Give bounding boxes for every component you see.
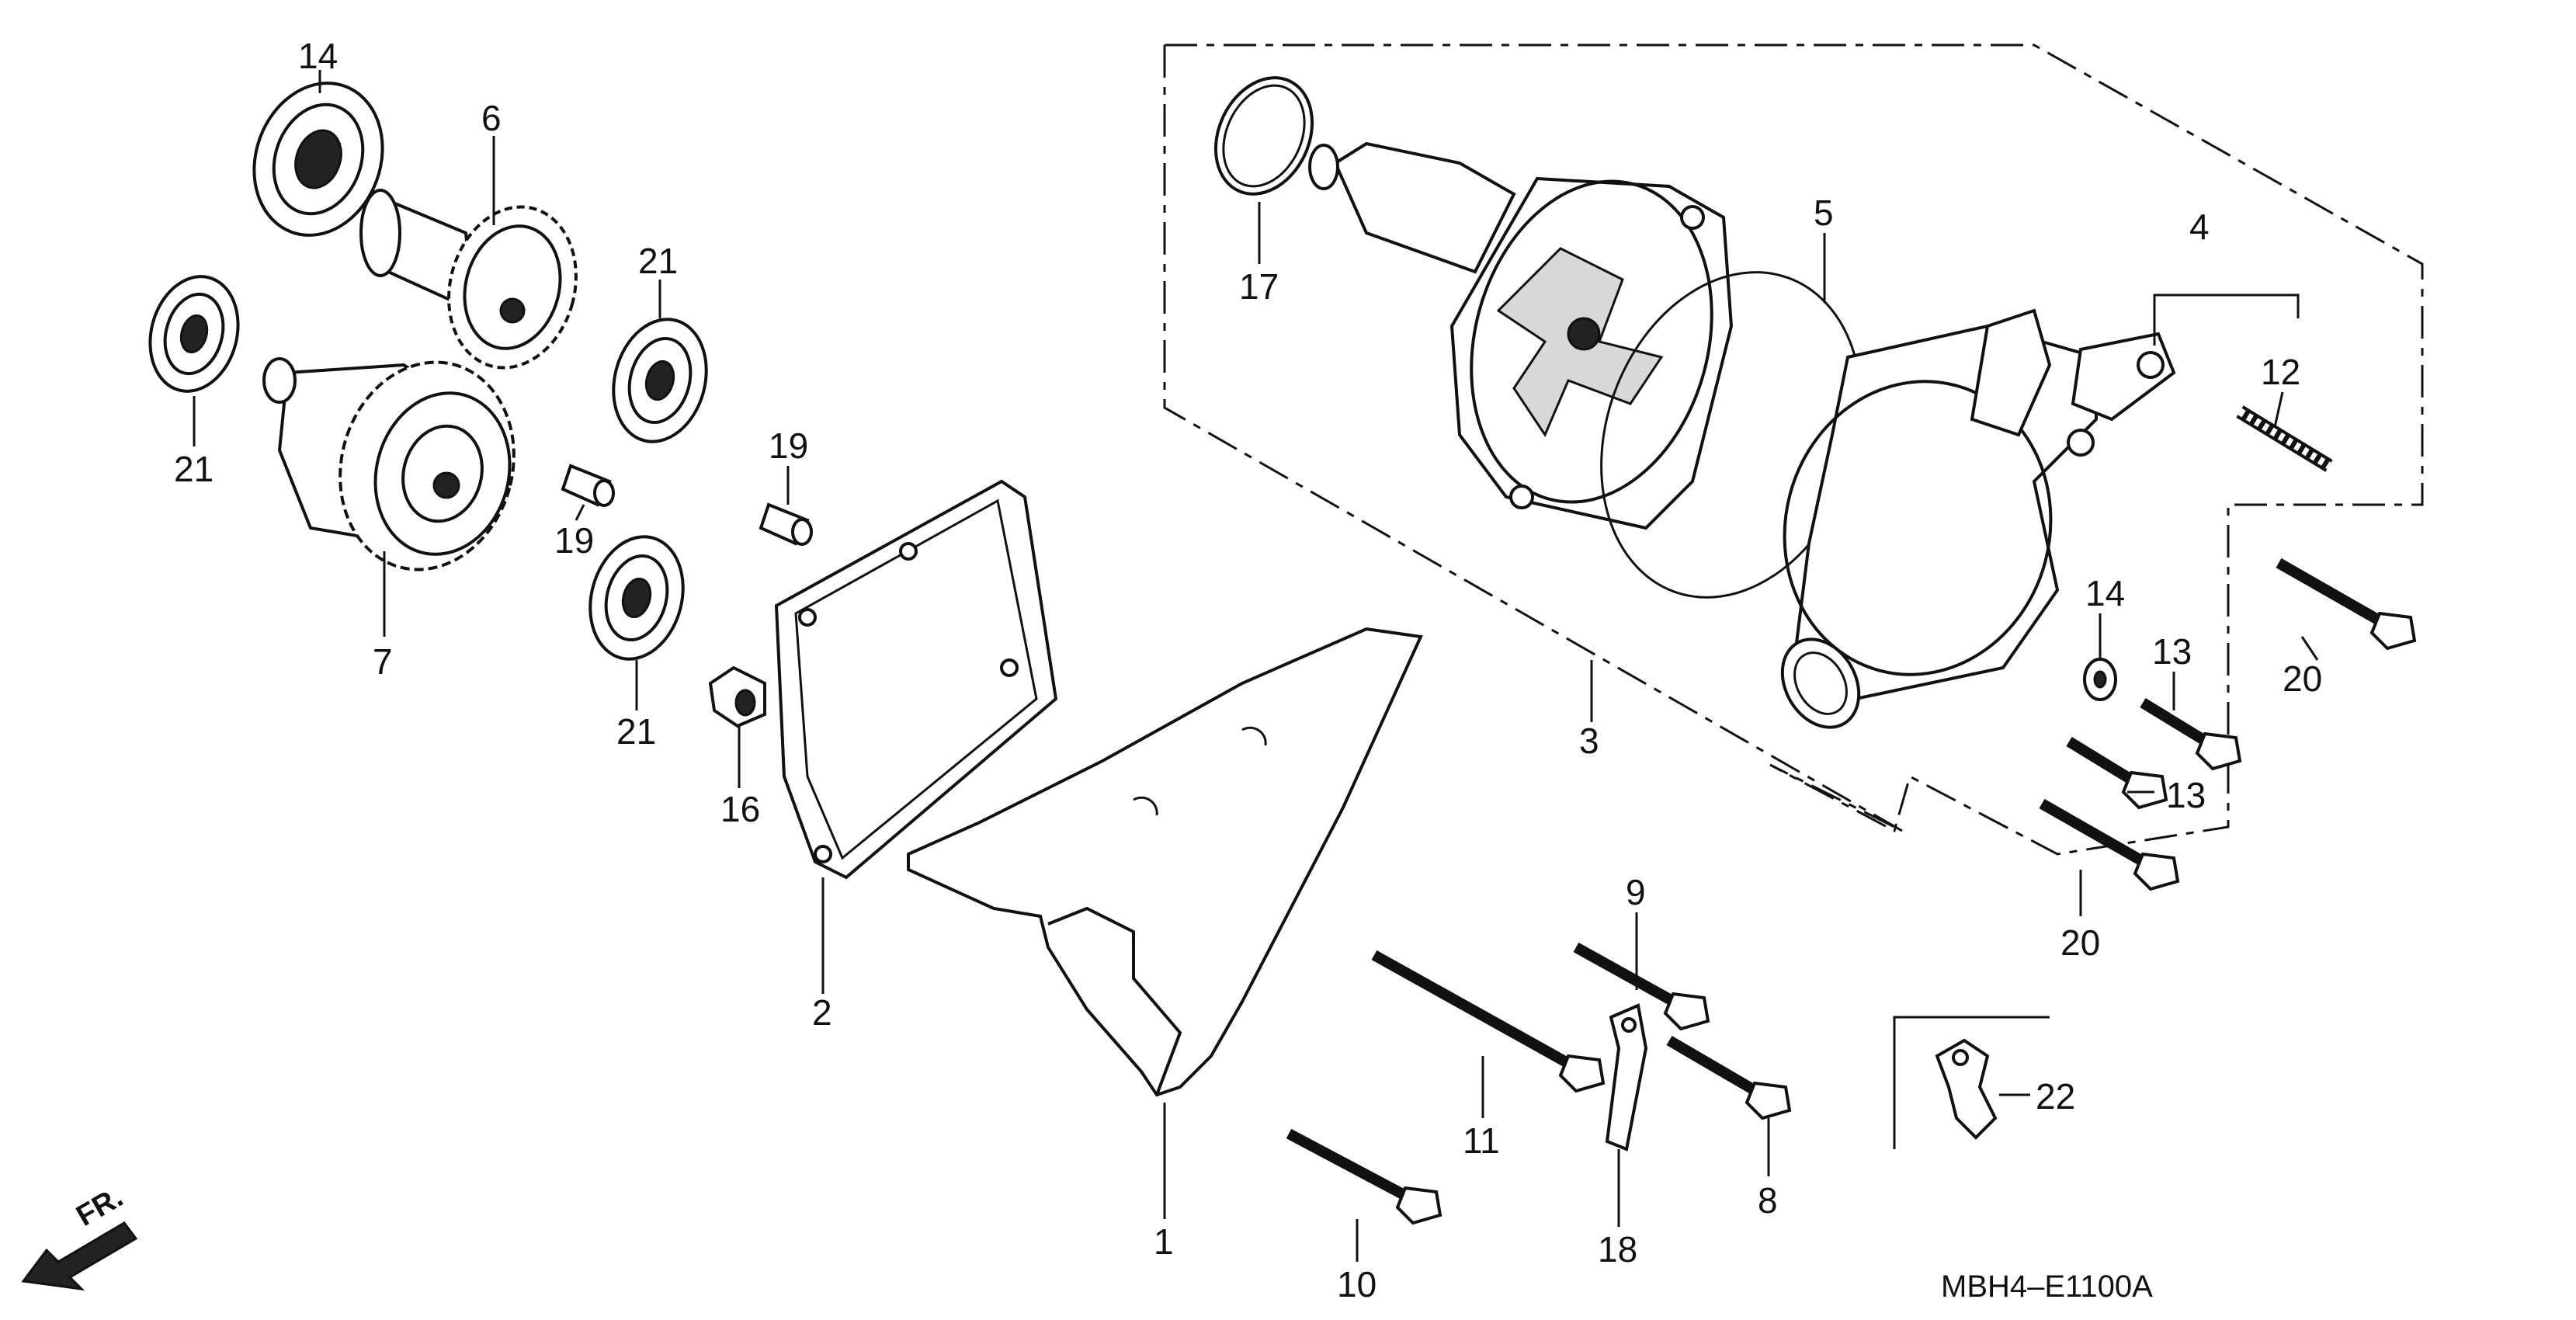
cover-gasket-2	[774, 479, 1058, 880]
stud-bolt-12	[2236, 405, 2333, 472]
callout-17: 17	[1239, 266, 1279, 307]
callout-1: 1	[1154, 1221, 1174, 1262]
callout-10: 10	[1337, 1264, 1377, 1304]
callout-21-upper: 21	[638, 241, 678, 281]
callout-13-lower: 13	[2166, 775, 2206, 815]
bolt-13-lower	[2066, 737, 2168, 810]
gear-assembly-7	[262, 357, 516, 571]
callout-12: 12	[2261, 352, 2300, 392]
shaft-gear-6	[359, 189, 578, 370]
washer-14	[2083, 658, 2117, 701]
bolt-11	[1371, 950, 1606, 1093]
callout-4: 4	[2189, 207, 2210, 247]
bolt-10	[1286, 1128, 1442, 1225]
callout-8: 8	[1758, 1180, 1778, 1221]
callout-3: 3	[1579, 721, 1599, 761]
bearing-21-left	[148, 275, 240, 393]
cover-1	[907, 627, 1423, 1097]
bearing-21-lower	[588, 535, 685, 661]
callout-11: 11	[1463, 1120, 1500, 1161]
clamp-18	[1605, 1003, 1648, 1152]
bolt-8	[1666, 1035, 1792, 1120]
callout-9: 9	[1626, 872, 1646, 912]
front-direction-arrow: FR.	[21, 1181, 138, 1291]
callout-16: 16	[720, 789, 760, 829]
bolt-13-upper	[2140, 698, 2242, 771]
bolt-20-upper	[2276, 558, 2417, 651]
callout-19-left: 19	[554, 520, 594, 561]
drawing-code: MBH4–E1100A	[1941, 1270, 2153, 1304]
pump-cover-4	[1780, 308, 2176, 729]
clamp-22-bracket	[1893, 1016, 2050, 1149]
callout-20-upper: 20	[2283, 658, 2322, 699]
bolt-20-lower	[2039, 798, 2180, 891]
dowel-pin-19-left	[561, 464, 615, 507]
callout-21-lower: 21	[616, 711, 656, 752]
callout-14: 14	[2085, 573, 2125, 613]
grommet-16	[708, 665, 766, 728]
callout-5: 5	[1814, 193, 1834, 233]
leader-lines	[193, 70, 2319, 1262]
callout-15: 14	[298, 36, 338, 76]
assembly-boundary	[1163, 43, 2424, 856]
callout-7: 7	[373, 641, 393, 682]
bearing-21-upper	[612, 318, 708, 443]
bolt-9	[1573, 942, 1710, 1031]
water-pump-body	[1308, 141, 1734, 530]
callout-labels: 14 6 21 21 7 19 19 21 16 2 17 5 4 12 14 …	[174, 36, 2322, 1304]
o-ring-17	[1213, 76, 1314, 196]
callout-6: 6	[481, 98, 502, 138]
callout-21-left: 21	[174, 449, 214, 489]
callout-19-right: 19	[769, 426, 808, 466]
callout-22: 22	[2036, 1076, 2075, 1117]
callout-2: 2	[812, 992, 832, 1033]
dowel-pin-19-right	[759, 502, 813, 546]
bearing-15	[252, 82, 384, 237]
callout-20-lower: 20	[2060, 922, 2100, 963]
callout-18: 18	[1598, 1229, 1637, 1270]
callout-13-upper: 13	[2152, 631, 2192, 672]
